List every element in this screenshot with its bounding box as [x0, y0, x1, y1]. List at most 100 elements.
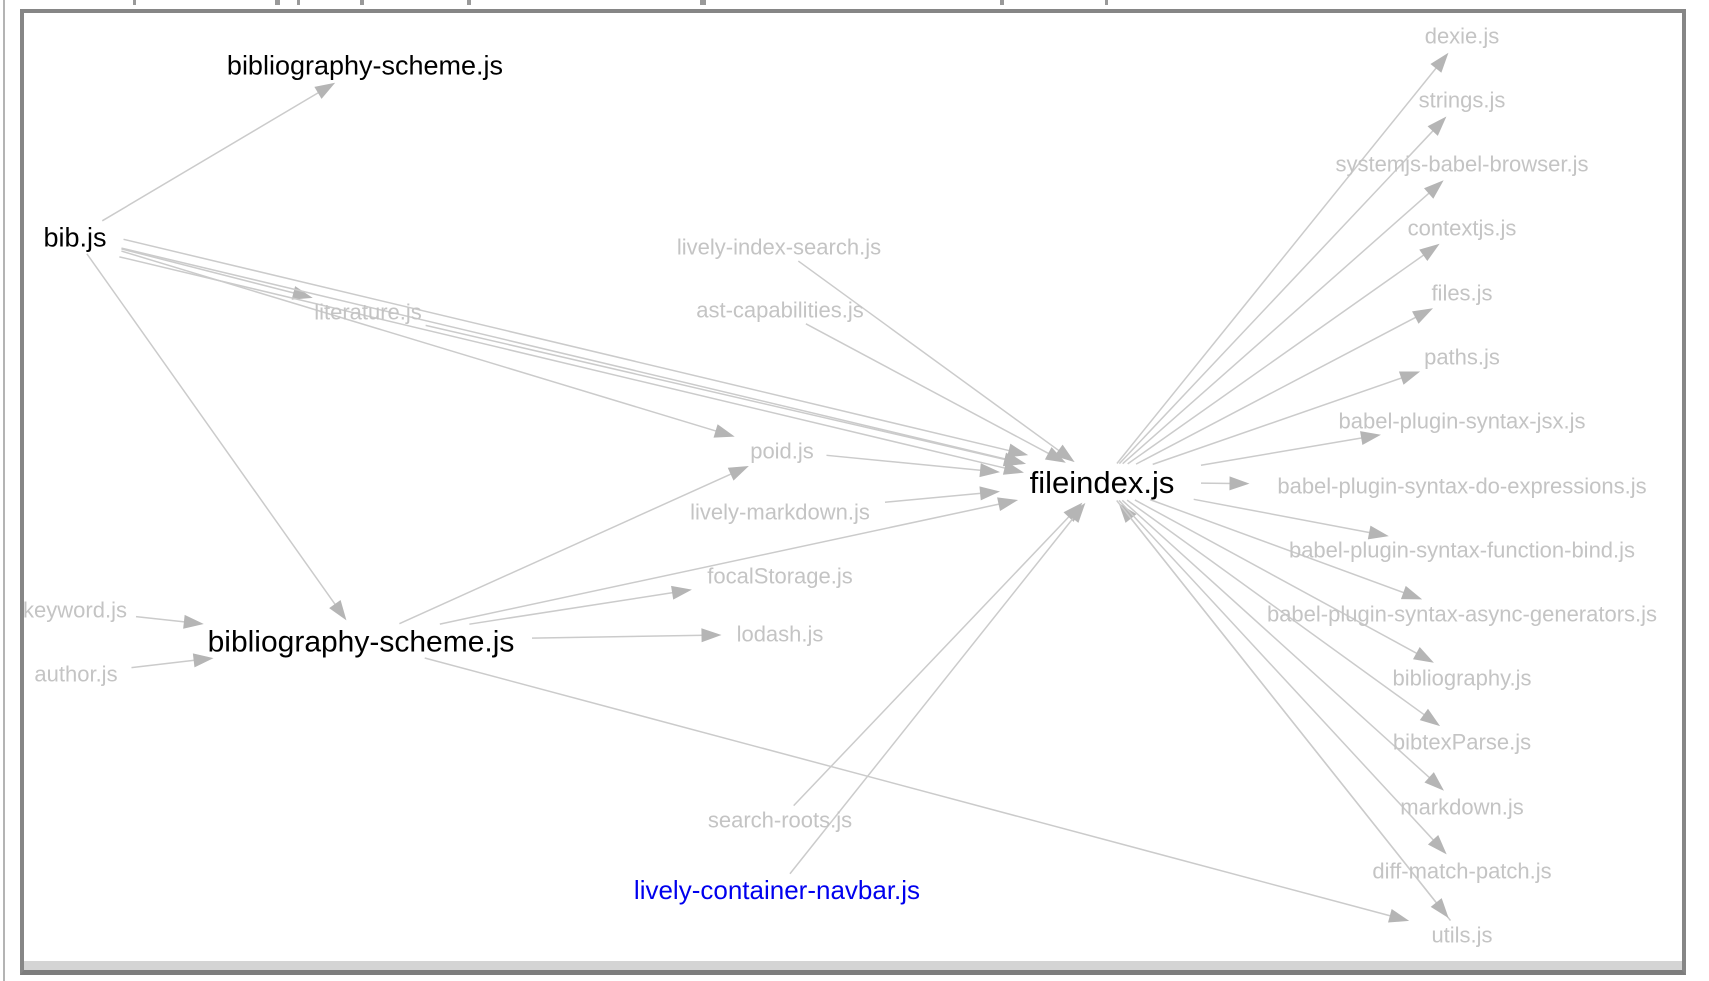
edge-line-fileindex--utils	[1116, 500, 1440, 907]
edge-line-lively-container-navbar--fileindex	[789, 514, 1077, 875]
edge-arrowhead-bib--bibliography-scheme-bottom	[329, 600, 347, 621]
edge-line-bibliography-scheme-bottom--lodash	[531, 634, 706, 639]
edge-arrowhead-fileindex--babel-plugin-syntax-function-bind	[1367, 525, 1389, 540]
clipped-text-fragment	[700, 0, 706, 5]
node-label-focalStorage[interactable]: focalStorage.js	[707, 564, 853, 589]
edge-line-fileindex--bibliography	[1134, 499, 1421, 656]
node-label-paths[interactable]: paths.js	[1424, 345, 1500, 370]
node-label-fileindex[interactable]: fileindex.js	[1030, 465, 1175, 500]
edge-line-bib--fileindex	[119, 256, 1009, 470]
node-label-strings[interactable]: strings.js	[1419, 88, 1506, 113]
edge-arrowhead-fileindex--files	[1412, 308, 1434, 324]
edge-arrowhead-fileindex--contextjs	[1419, 243, 1440, 262]
edge-line-search-roots--fileindex	[793, 513, 1072, 807]
node-label-babel-plugin-syntax-jsx[interactable]: babel-plugin-syntax-jsx.js	[1339, 409, 1586, 434]
edge-line-bib--fileindex	[123, 238, 1013, 453]
node-label-bib[interactable]: bib.js	[43, 222, 106, 252]
edge-layer	[86, 52, 1452, 923]
edge-arrowhead-poid--fileindex	[979, 463, 1001, 478]
edge-arrowhead-fileindex--babel-plugin-syntax-async-generators	[1400, 585, 1423, 600]
edge-arrowhead-ast-capabilities--fileindex	[1044, 447, 1066, 463]
edge-arrowhead-keyword--bibliography-scheme-bottom	[183, 614, 204, 629]
node-label-search-roots[interactable]: search-roots.js	[708, 808, 852, 833]
node-label-lively-markdown[interactable]: lively-markdown.js	[690, 500, 870, 525]
node-label-lodash[interactable]: lodash.js	[737, 622, 824, 647]
edge-arrowhead-fileindex--dexie	[1430, 52, 1449, 73]
node-label-bibtexParse[interactable]: bibtexParse.js	[1393, 730, 1531, 755]
edge-line-fileindex--contextjs	[1127, 252, 1427, 465]
edge-line-bib--fileindex	[121, 247, 1011, 461]
edge-line-fileindex--strings	[1118, 127, 1436, 465]
node-label-literature[interactable]: literature.js	[314, 300, 422, 325]
node-label-dexie[interactable]: dexie.js	[1425, 24, 1500, 49]
node-label-bibliography[interactable]: bibliography.js	[1392, 666, 1531, 691]
edge-arrowhead-bibliography-scheme-bottom--utils	[1388, 908, 1410, 923]
node-label-lively-container-navbar[interactable]: lively-container-navbar.js	[634, 875, 920, 905]
edge-line-fileindex--paths	[1152, 376, 1406, 466]
edge-line-fileindex--files	[1135, 314, 1420, 465]
edge-line-fileindex--babel-plugin-syntax-function-bind	[1193, 498, 1374, 534]
edge-arrowhead-bibliography-scheme-bottom--fileindex	[997, 497, 1019, 512]
clipped-text-fragment	[297, 0, 300, 5]
panel-bottom-shadow	[24, 961, 1682, 970]
node-label-markdown[interactable]: markdown.js	[1400, 795, 1523, 820]
node-label-babel-plugin-syntax-async-generators[interactable]: babel-plugin-syntax-async-generators.js	[1267, 602, 1657, 627]
edge-arrowhead-fileindex--markdown	[1424, 772, 1444, 791]
edge-arrowhead-bib--poid	[713, 424, 735, 438]
edge-line-lively-index-search--fileindex	[797, 260, 1063, 454]
edge-line-literature--fileindex	[425, 324, 1009, 462]
node-label-files[interactable]: files.js	[1431, 281, 1492, 306]
edge-arrowhead-literature--fileindex	[1002, 452, 1024, 467]
edge-arrowhead-bibliography-scheme-bottom--poid	[727, 465, 749, 481]
node-layer: bibliography-scheme.js bib.js literature.j…	[23, 24, 1657, 948]
edge-arrowhead-fileindex--utils	[1430, 898, 1449, 919]
node-label-ast-capabilities[interactable]: ast-capabilities.js	[696, 298, 864, 323]
edge-arrowhead-fileindex--systemjs-babel-browser	[1424, 180, 1444, 199]
edge-line-fileindex--babel-plugin-syntax-jsx	[1200, 436, 1366, 466]
clipped-text-fragment	[1105, 0, 1108, 5]
edge-line-bib--literature	[121, 248, 298, 295]
edge-arrowhead-author--bibliography-scheme-bottom	[192, 653, 214, 668]
edge-line-lively-markdown--fileindex	[884, 492, 985, 503]
edge-line-fileindex--dexie	[1116, 64, 1439, 464]
edge-arrowhead-fileindex--babel-plugin-syntax-jsx	[1360, 431, 1381, 445]
edge-arrowhead-fileindex--strings	[1427, 116, 1447, 136]
edge-line-bibliography-scheme-bottom--utils	[424, 657, 1394, 918]
node-label-diff-match-patch[interactable]: diff-match-patch.js	[1372, 859, 1551, 884]
edge-arrowhead-fileindex--babel-plugin-syntax-do-expressions	[1229, 476, 1250, 491]
edge-arrowhead-bibliography-scheme-bottom--lodash	[701, 628, 722, 643]
node-label-bibliography-scheme-top[interactable]: bibliography-scheme.js	[227, 50, 503, 80]
edge-line-bib--poid	[121, 250, 720, 433]
node-label-lively-index-search[interactable]: lively-index-search.js	[677, 235, 881, 260]
edge-line-fileindex--systemjs-babel-browser	[1122, 190, 1433, 465]
node-label-poid[interactable]: poid.js	[750, 439, 814, 464]
edge-line-bib--bibliography-scheme-bottom	[86, 253, 338, 608]
node-label-contextjs[interactable]: contextjs.js	[1408, 216, 1517, 241]
edge-line-keyword--bibliography-scheme-bottom	[135, 615, 188, 623]
edge-arrowhead-lively-markdown--fileindex	[979, 486, 1001, 501]
node-label-author[interactable]: author.js	[34, 662, 117, 687]
clipped-text-fragment	[275, 0, 280, 5]
edge-line-fileindex--markdown	[1121, 499, 1433, 781]
edge-arrowhead-fileindex--diff-match-patch	[1427, 834, 1447, 855]
node-label-babel-plugin-syntax-function-bind[interactable]: babel-plugin-syntax-function-bind.js	[1289, 538, 1635, 563]
edge-line-fileindex--bibtexParse	[1126, 499, 1428, 718]
node-label-babel-plugin-syntax-do-expressions[interactable]: babel-plugin-syntax-do-expressions.js	[1277, 474, 1646, 499]
node-label-bibliography-scheme-bottom[interactable]: bibliography-scheme.js	[208, 626, 515, 659]
edge-line-poid--fileindex	[826, 454, 985, 472]
clipped-text-fragment	[360, 0, 364, 5]
edge-line-bib--bibliography-scheme-top	[101, 90, 322, 222]
edge-line-bibliography-scheme-bottom--focalStorage	[469, 591, 677, 625]
edge-arrowhead-bib--fileindex	[1007, 443, 1029, 458]
clipped-text-fragment	[1000, 0, 1004, 5]
edge-arrowhead-fileindex--bibtexParse	[1419, 708, 1441, 727]
edge-line-bibliography-scheme-bottom--fileindex	[439, 502, 1003, 625]
edge-arrowhead-fileindex--paths	[1398, 371, 1421, 385]
node-label-systemjs-babel-browser[interactable]: systemjs-babel-browser.js	[1335, 152, 1588, 177]
node-label-utils[interactable]: utils.js	[1431, 923, 1492, 948]
clipped-text-fragment	[133, 0, 136, 5]
edge-arrowhead-lively-index-search--fileindex	[1054, 444, 1075, 463]
node-label-keyword[interactable]: keyword.js	[23, 598, 127, 623]
